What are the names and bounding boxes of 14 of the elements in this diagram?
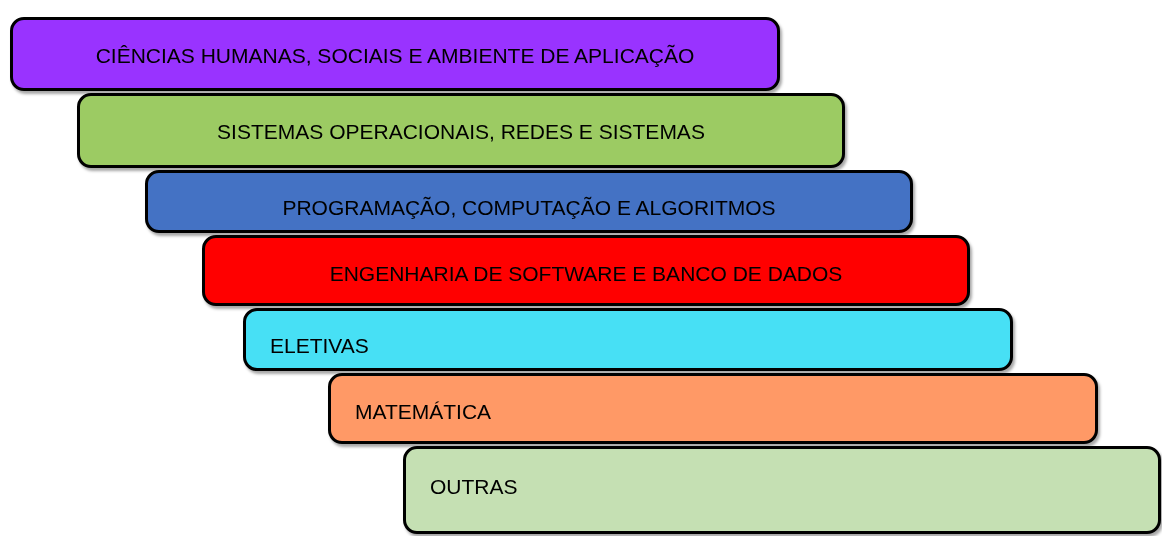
category-box xyxy=(145,170,913,233)
category-label: ELETIVAS xyxy=(270,334,369,358)
category-box xyxy=(403,446,1161,534)
category-label: MATEMÁTICA xyxy=(355,400,492,424)
category-label: SISTEMAS OPERACIONAIS, REDES E SISTEMAS xyxy=(217,120,705,144)
category-box xyxy=(10,17,780,91)
category-label: ENGENHARIA DE SOFTWARE E BANCO DE DADOS xyxy=(329,262,843,286)
category-box xyxy=(77,93,845,168)
category-box xyxy=(328,373,1098,444)
category-box xyxy=(202,235,970,306)
category-box xyxy=(243,308,1013,371)
category-label: OUTRAS xyxy=(430,475,518,499)
category-label: CIÊNCIAS HUMANAS, SOCIAIS E AMBIENTE DE APLICAÇÃO xyxy=(95,44,695,68)
category-label: PROGRAMAÇÃO, COMPUTAÇÃO E ALGORITMOS xyxy=(282,196,776,220)
